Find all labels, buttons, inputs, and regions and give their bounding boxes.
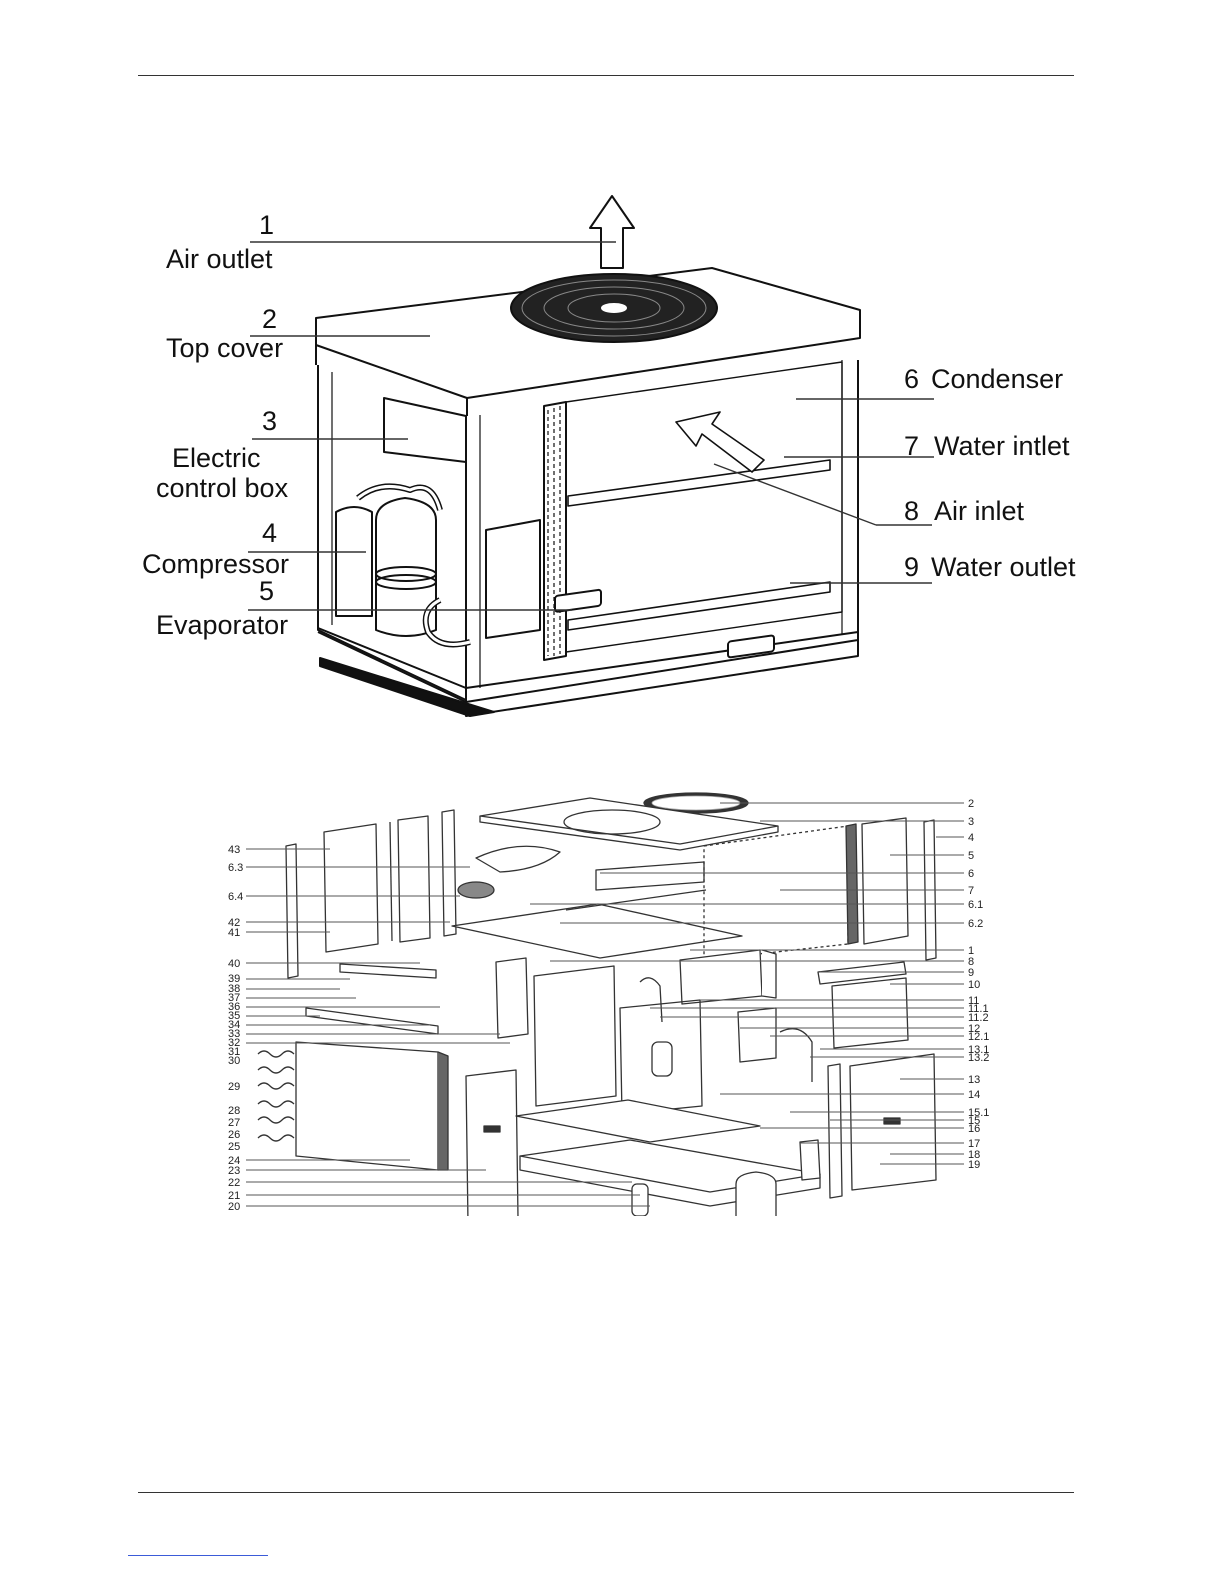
part-label-6-3: 6.3 [228, 862, 243, 874]
callout-7-number: 7 [904, 431, 919, 461]
part-label-41: 41 [228, 927, 240, 939]
callout-7-label: Water intlet [934, 431, 1070, 461]
part-label-6-4: 6.4 [228, 891, 243, 903]
exploded-pipe-top [340, 964, 436, 978]
callout-6-number: 6 [904, 364, 919, 394]
callout-3-label-line1: Electric [172, 443, 261, 473]
part-label-29: 29 [228, 1081, 240, 1093]
part-label-2: 2 [968, 798, 974, 810]
part-label-13: 13 [968, 1074, 980, 1086]
callout-1-number: 1 [259, 210, 274, 240]
callout-1-label: Air outlet [166, 244, 273, 274]
part-label-30: 30 [228, 1055, 240, 1067]
part-label-10: 10 [968, 979, 980, 991]
callout-9-label: Water outlet [931, 552, 1076, 582]
part-label-7: 7 [968, 885, 974, 897]
part-label-13-2: 13.2 [968, 1052, 989, 1064]
exploded-right-panel [862, 818, 908, 944]
part-label-40: 40 [228, 958, 240, 970]
part-label-27: 27 [228, 1117, 240, 1129]
evaporator [486, 520, 540, 638]
footer-link-underline [128, 1555, 268, 1556]
callout-8-label: Air inlet [934, 496, 1025, 526]
condenser-coil [544, 402, 566, 660]
part-label-12-1: 12.1 [968, 1031, 989, 1043]
part-label-23: 23 [228, 1165, 240, 1177]
exploded-left-post [398, 816, 430, 942]
part-label-14: 14 [968, 1089, 980, 1101]
callout-4-number: 4 [262, 518, 277, 548]
part-label-6-1: 6.1 [968, 899, 983, 911]
base [318, 628, 858, 716]
part-label-9: 9 [968, 967, 974, 979]
part-label-3: 3 [968, 816, 974, 828]
exploded-left-panel [324, 824, 378, 952]
exploded-front-panel [466, 1070, 518, 1216]
exploded-electric-box [680, 950, 762, 1004]
callout-5-label: Evaporator [156, 610, 288, 640]
part-label-5: 5 [968, 850, 974, 862]
part-label-43: 43 [228, 844, 240, 856]
part-label-16: 16 [968, 1123, 980, 1135]
exploded-pipe-bottom [306, 1008, 438, 1034]
part-label-19: 19 [968, 1159, 980, 1171]
exploded-compressor [736, 1172, 776, 1216]
callout-2-label: Top cover [166, 333, 283, 363]
callout-6-label: Condenser [931, 364, 1063, 394]
air-inlet-arrow [676, 412, 764, 472]
water-outlet-pipe [568, 582, 830, 630]
part-label-26: 26 [228, 1129, 240, 1141]
callout-3-number: 3 [262, 406, 277, 436]
part-label-20: 20 [228, 1201, 240, 1213]
water-inlet-pipe [568, 460, 830, 506]
part-label-6: 6 [968, 868, 974, 880]
part-label-22: 22 [228, 1177, 240, 1189]
part-label-4: 4 [968, 832, 974, 844]
exploded-fan-blades [476, 846, 560, 872]
unit-assembly-diagram: 1 Air outlet 2 Top cover 3 Electric cont… [0, 180, 1224, 720]
exploded-condenser [704, 826, 848, 960]
callout-8-number: 8 [904, 496, 919, 526]
exploded-parts-diagram: 436.36.442414039383736353433323130292827… [0, 786, 1224, 1216]
header-rule [138, 75, 1074, 76]
air-outlet-arrow [590, 196, 634, 268]
part-label-28: 28 [228, 1105, 240, 1117]
callout-5-number: 5 [259, 576, 274, 606]
exploded-evaporator-coil [296, 1042, 438, 1170]
electric-control-box [384, 398, 466, 462]
exploded-water-tank [496, 958, 528, 1038]
part-label-25: 25 [228, 1141, 240, 1153]
callout-3-label-line2: control box [156, 473, 289, 503]
callout-2-number: 2 [262, 304, 277, 334]
part-label-6-2: 6.2 [968, 918, 983, 930]
exploded-middle-panel [534, 966, 616, 1106]
exploded-base-tray [516, 1100, 760, 1142]
callout-4-label: Compressor [142, 549, 289, 579]
footer-rule [138, 1492, 1074, 1493]
callout-9-number: 9 [904, 552, 919, 582]
